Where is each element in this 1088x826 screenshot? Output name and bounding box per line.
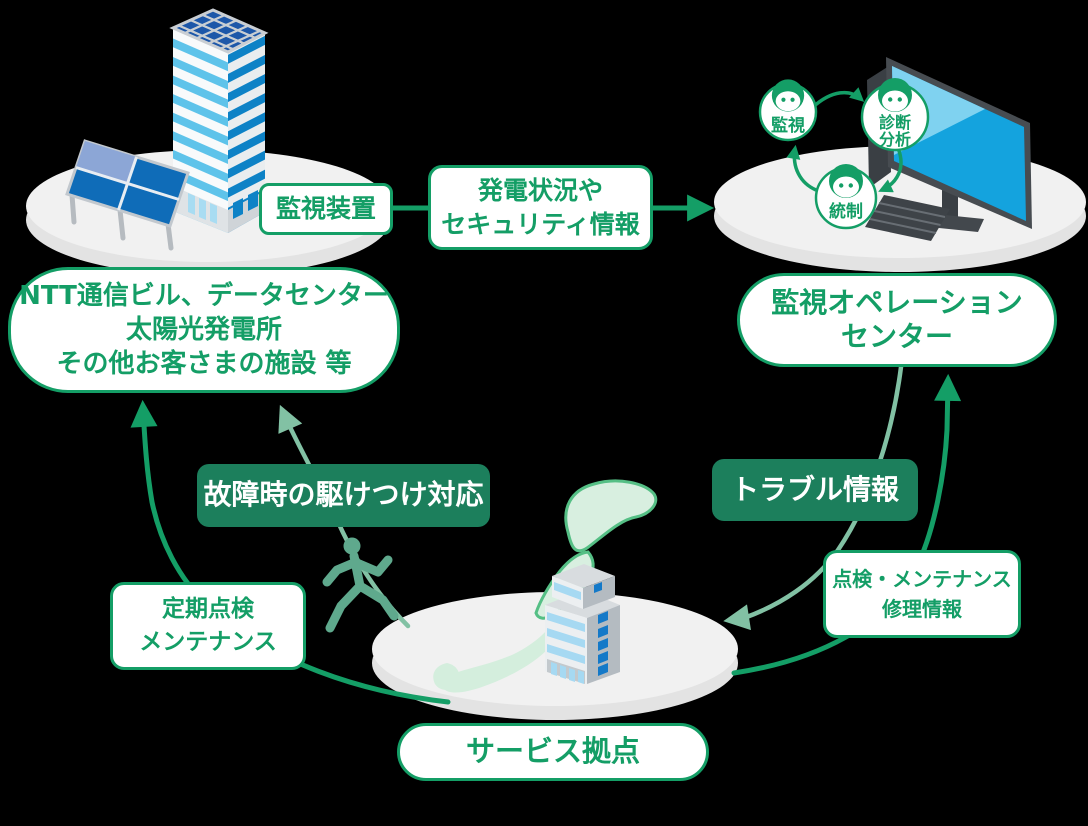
monitoring-device-text: 監視装置 [275, 193, 376, 223]
cycle-monitor-label: 監視 [771, 115, 805, 136]
trouble-flow-arrow [723, 364, 904, 631]
dispatch-response-badge: 故障時の駆けつけ対応 [197, 464, 490, 527]
operation-center-cloud-label: 監視オペレーション センター [737, 273, 1057, 367]
trouble-info-badge: トラブル情報 [712, 459, 918, 521]
facility-line-2: 太陽光発電所 [125, 315, 282, 345]
service-building-icon [545, 564, 620, 684]
power-security-info-tag: 発電状況や セキュリティ情報 [428, 165, 653, 250]
cycle-diagnose-label-1: 診断 [879, 113, 911, 132]
service-base-text: サービス拠点 [465, 734, 640, 769]
periodic-inspection-tag: 定期点検 メンテナンス [110, 582, 306, 670]
operator-face-icon [771, 79, 805, 112]
facility-line-3: その他お客さまの施設 等 [56, 349, 352, 379]
trouble-text: トラブル情報 [730, 472, 899, 506]
cycle-control-label: 統制 [829, 201, 863, 222]
operator-face-icon [829, 164, 863, 198]
cycle-arrows-icon [786, 87, 903, 193]
operation-line-2: センター [840, 320, 953, 353]
operator-control-circle: 統制 [814, 164, 878, 230]
monitoring-device-tag: 監視装置 [259, 183, 393, 235]
facility-line-1: NTT通信ビル、データセンター [19, 281, 389, 311]
periodic-line-1: 定期点検 [162, 596, 254, 622]
running-person-icon [322, 537, 399, 633]
service-base-pill-label: サービス拠点 [397, 723, 709, 781]
maintenance-line-2: 修理情報 [882, 597, 962, 621]
operator-monitor-circle: 監視 [758, 79, 818, 142]
dispatch-text: 故障時の駆けつけ対応 [203, 478, 484, 512]
facility-cloud-label: NTT通信ビル、データセンター 太陽光発電所 その他お客さまの施設 等 [8, 267, 400, 393]
operation-line-1: 監視オペレーション [771, 286, 1023, 319]
periodic-line-2: メンテナンス [139, 629, 277, 655]
solar-panel-icon [65, 139, 190, 251]
cycle-diagnose-label-2: 分析 [879, 130, 911, 149]
maintenance-report-tag: 点検・メンテナンス 修理情報 [823, 550, 1021, 638]
power-info-line-2: セキュリティ情報 [441, 209, 640, 239]
maintenance-line-1: 点検・メンテナンス [832, 567, 1012, 591]
operator-diagnose-circle: 診断 分析 [860, 78, 930, 152]
operator-face-icon [878, 78, 912, 112]
office-building-icon [169, 8, 269, 233]
power-info-line-1: 発電状況や [477, 175, 603, 205]
keyboard-icon [865, 195, 950, 241]
